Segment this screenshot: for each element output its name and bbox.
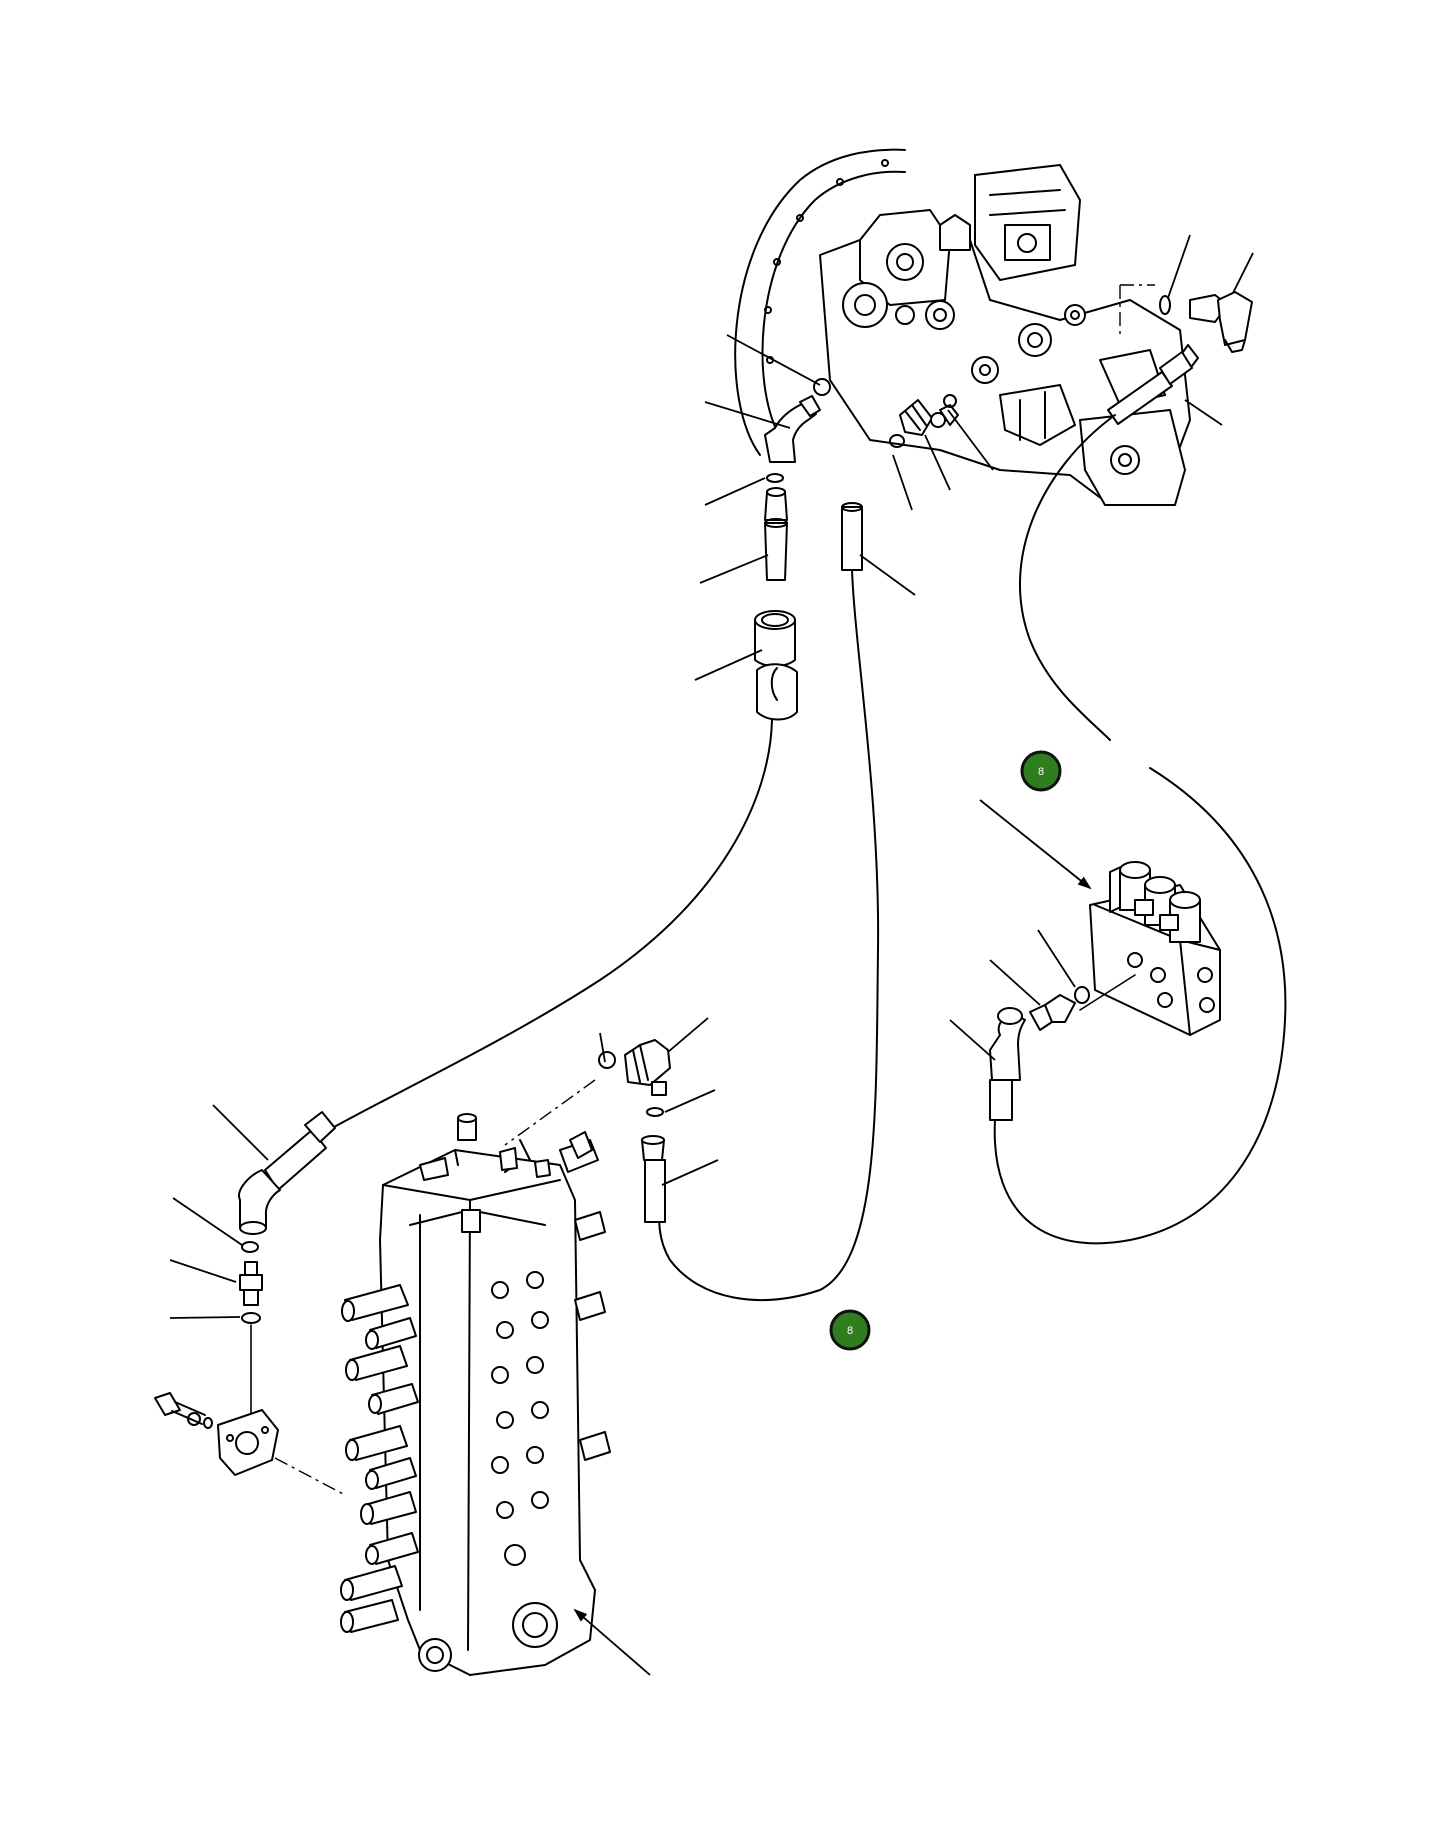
middle-hose-assembly (504, 502, 880, 1301)
control-valve (340, 1113, 611, 1676)
badge-top-label: 8 (1038, 766, 1044, 778)
right-hose-assembly (989, 414, 1287, 1245)
badge-bottom-label: 8 (847, 1325, 853, 1337)
badge-top[interactable]: 8 (1020, 750, 1062, 792)
valve-inlet-fittings (154, 1241, 346, 1496)
badge-bottom[interactable]: 8 (829, 1309, 871, 1351)
top-right-fittings (1107, 291, 1253, 425)
callout-leaders (169, 234, 1254, 1676)
left-hose-assembly (238, 473, 798, 1235)
solenoid-valve-block (1079, 861, 1221, 1036)
pump-port-fittings (764, 378, 959, 463)
pump-assembly (734, 148, 1191, 506)
